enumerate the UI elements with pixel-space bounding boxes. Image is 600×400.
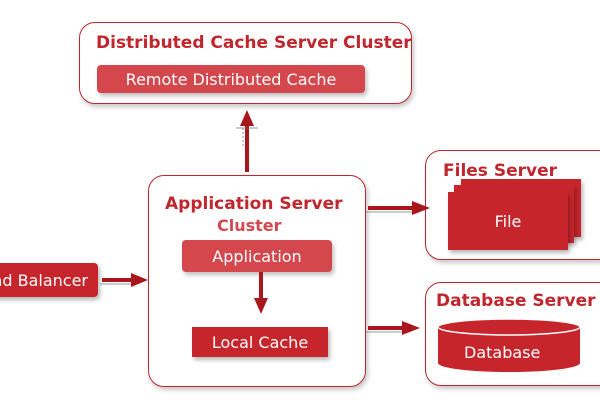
app-cluster-box: Application Server Cluster Application L… [148,175,366,387]
files-server-title: Files Server [443,161,557,181]
local-cache-node: Local Cache [192,327,328,357]
database-label: Database [464,343,541,362]
load-balancer-label: Load Balancer [0,270,88,290]
app-cluster-subtitle: Cluster [217,216,282,235]
database-cylinder-icon [437,318,581,372]
remote-cache-node: Remote Distributed Cache [97,65,365,93]
files-server-box: Files Server File [425,150,600,260]
cache-cluster-title: Distributed Cache Server Cluster [96,33,412,53]
database-server-box: Database Server Database [425,282,600,386]
app-cluster-title: Application Server [165,194,343,214]
arrow-to-files [366,201,430,215]
arrow-to-local-cache [254,272,268,314]
database-server-title: Database Server [436,291,596,311]
arrow-to-cache [236,110,258,172]
application-node: Application [182,240,332,272]
arrow-from-load-balancer [100,273,148,287]
load-balancer-node: Load Balancer [0,263,98,297]
arrow-to-database [366,321,420,335]
cache-cluster-box: Distributed Cache Server Cluster Remote … [79,22,412,104]
file-node: File [448,192,568,250]
